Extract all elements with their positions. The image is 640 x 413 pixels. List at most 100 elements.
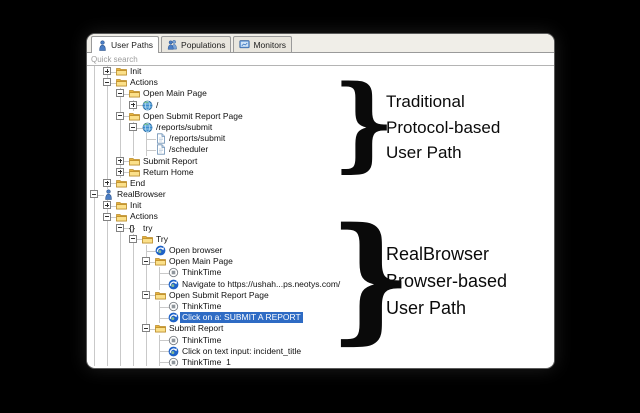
tree-guide-line bbox=[107, 256, 108, 268]
tree-node-label[interactable]: /scheduler bbox=[169, 144, 209, 155]
brace-realbrowser: } bbox=[329, 198, 413, 358]
tree-node-label[interactable]: /reports/submit bbox=[169, 133, 226, 144]
tree-row[interactable]: Init bbox=[87, 66, 554, 78]
tab-user-paths[interactable]: User Paths bbox=[91, 36, 160, 53]
tree-row[interactable]: ThinkTime_1 bbox=[87, 356, 554, 366]
tab-monitors[interactable]: Monitors bbox=[233, 36, 293, 52]
tree-node-label[interactable]: / bbox=[156, 99, 159, 110]
tree-node-label[interactable]: Open Main Page bbox=[169, 256, 233, 267]
tree-guide-line bbox=[94, 211, 95, 223]
search-input[interactable] bbox=[91, 54, 536, 64]
collapse-icon[interactable] bbox=[103, 78, 111, 87]
browser-icon bbox=[168, 279, 179, 290]
tree-node-label[interactable]: ThinkTime bbox=[182, 300, 222, 311]
tree-connector bbox=[159, 272, 169, 274]
tree-row[interactable]: Try bbox=[87, 233, 554, 245]
tree-node-label[interactable]: try bbox=[143, 222, 153, 233]
thinktime-icon bbox=[168, 301, 179, 312]
tree-row[interactable]: Click on text input: incident_title bbox=[87, 345, 554, 357]
expand-icon[interactable] bbox=[116, 167, 124, 176]
tree-node-label[interactable]: Submit Report bbox=[169, 323, 224, 334]
tree-node-label[interactable]: End bbox=[130, 177, 146, 188]
tree-guide-line bbox=[107, 345, 108, 357]
tree-guide-line bbox=[94, 99, 95, 111]
tree-row[interactable]: Open Submit Report Page bbox=[87, 110, 554, 122]
tree-node-label[interactable]: Init bbox=[130, 66, 142, 76]
tree-node-label[interactable]: ThinkTime bbox=[182, 267, 222, 278]
expand-icon[interactable] bbox=[103, 67, 111, 76]
tree-row[interactable]: Open Submit Report Page bbox=[87, 289, 554, 301]
tree-row[interactable]: Open Main Page bbox=[87, 88, 554, 100]
tree-guide-line bbox=[94, 312, 95, 324]
tree-row[interactable]: ThinkTime bbox=[87, 267, 554, 279]
tree-node-label[interactable]: Actions bbox=[130, 211, 158, 222]
tree-row[interactable]: { } try bbox=[87, 222, 554, 234]
expand-icon[interactable] bbox=[103, 201, 111, 210]
tree-node-label[interactable]: RealBrowser bbox=[117, 189, 166, 200]
folder-icon bbox=[116, 212, 127, 223]
tree-row[interactable]: /scheduler bbox=[87, 144, 554, 156]
tree-node-label[interactable]: Actions bbox=[130, 77, 158, 88]
tree-row[interactable]: Submit Report bbox=[87, 323, 554, 335]
tree-connector bbox=[133, 127, 143, 129]
tree-row[interactable]: /reports/submit bbox=[87, 133, 554, 145]
tab-populations[interactable]: Populations bbox=[161, 36, 232, 52]
tree-guide-line bbox=[133, 267, 134, 279]
tree-node-label[interactable]: Open Submit Report Page bbox=[143, 110, 243, 121]
tree-row[interactable]: RealBrowser bbox=[87, 189, 554, 201]
expand-icon[interactable] bbox=[129, 100, 137, 109]
tree-row[interactable]: / bbox=[87, 99, 554, 111]
tree-connector bbox=[159, 284, 169, 286]
tree-guide-line bbox=[94, 233, 95, 245]
tree-row[interactable]: End bbox=[87, 177, 554, 190]
tree-node-label[interactable]: ThinkTime_1 bbox=[182, 356, 231, 366]
collapse-icon[interactable] bbox=[142, 290, 150, 299]
collapse-icon[interactable] bbox=[129, 234, 137, 243]
expand-icon[interactable] bbox=[116, 156, 124, 165]
tree-node-label[interactable]: Open Main Page bbox=[143, 88, 207, 99]
tree-node-label[interactable]: Open browser bbox=[169, 245, 223, 255]
expand-icon[interactable] bbox=[103, 178, 111, 187]
collapse-icon[interactable] bbox=[116, 111, 124, 120]
collapse-icon[interactable] bbox=[90, 190, 98, 199]
collapse-icon[interactable] bbox=[129, 123, 137, 132]
tree-guide-line bbox=[133, 312, 134, 324]
collapse-icon[interactable] bbox=[116, 89, 124, 98]
tree-row[interactable]: Actions bbox=[87, 77, 554, 89]
tree-node-label[interactable]: Try bbox=[156, 233, 168, 244]
tree-row[interactable]: Open browser bbox=[87, 245, 554, 257]
tree-row[interactable]: Return Home bbox=[87, 166, 554, 178]
collapse-icon[interactable] bbox=[103, 212, 111, 221]
collapse-icon[interactable] bbox=[142, 257, 150, 266]
page-icon bbox=[155, 133, 166, 144]
tree-node-label[interactable]: Open Submit Report Page bbox=[169, 289, 269, 300]
tree-row[interactable]: Init bbox=[87, 200, 554, 212]
tree-row[interactable]: Actions bbox=[87, 211, 554, 223]
tree-connector bbox=[94, 194, 104, 196]
tree-guide-line bbox=[94, 256, 95, 268]
tree-row[interactable]: Click on a: SUBMIT A REPORT bbox=[87, 312, 554, 324]
tree-row[interactable]: ThinkTime bbox=[87, 300, 554, 313]
tree-node-label[interactable]: /reports/submit bbox=[156, 121, 213, 132]
tree-guide-line bbox=[120, 256, 121, 268]
tree-node-label[interactable]: Click on a: SUBMIT A REPORT bbox=[180, 312, 303, 324]
tab-label: User Paths bbox=[111, 40, 154, 50]
tree-node-label[interactable]: Navigate to https://ushah...ps.neotys.co… bbox=[182, 278, 341, 289]
tree-node-label[interactable]: Return Home bbox=[143, 166, 194, 177]
collapse-icon[interactable] bbox=[142, 324, 150, 333]
tree-row[interactable]: ThinkTime bbox=[87, 334, 554, 346]
tree-node-label[interactable]: ThinkTime bbox=[182, 334, 222, 345]
tree-row[interactable]: Open Main Page bbox=[87, 256, 554, 268]
tree-guide-line bbox=[146, 334, 147, 346]
tree-node-label[interactable]: Init bbox=[130, 200, 142, 211]
collapse-icon[interactable] bbox=[116, 223, 124, 232]
annotation-line: RealBrowser bbox=[386, 244, 490, 264]
tree-row[interactable]: /reports/submit bbox=[87, 121, 554, 134]
tree-row[interactable]: Navigate to https://ushah...ps.neotys.co… bbox=[87, 278, 554, 290]
tree-node-label[interactable]: Submit Report bbox=[143, 155, 198, 166]
browser-icon bbox=[155, 245, 166, 256]
braces-icon: { } bbox=[129, 223, 135, 233]
tree-node-label[interactable]: Click on text input: incident_title bbox=[182, 345, 302, 356]
tree-row[interactable]: Submit Report bbox=[87, 155, 554, 167]
